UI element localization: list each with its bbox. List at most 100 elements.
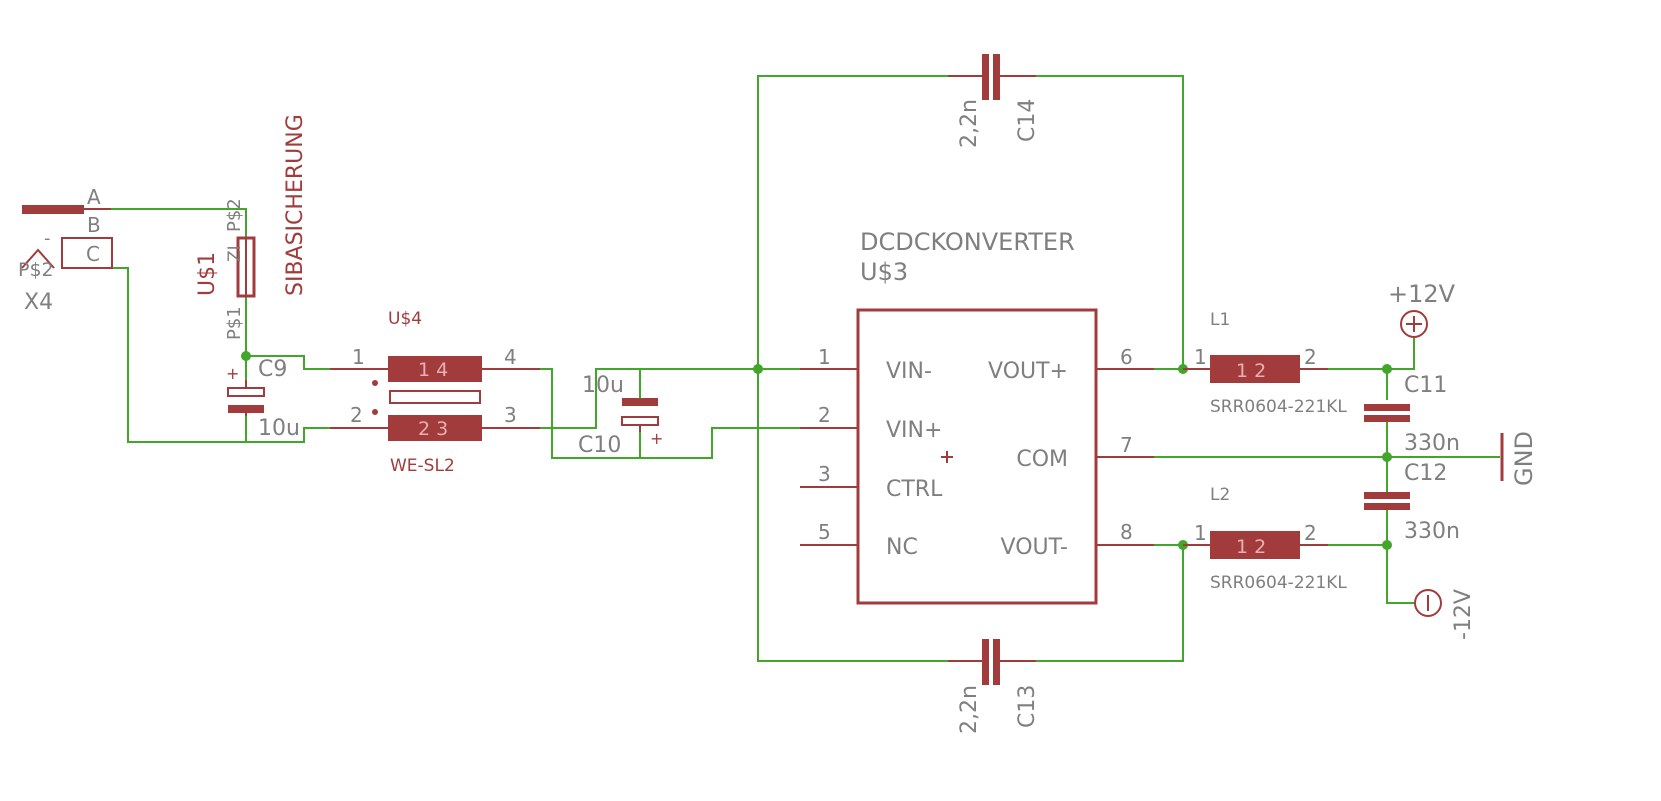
converter-pin-label-voutminus: VOUT- (1001, 535, 1068, 560)
wire-connector-c-return (111, 267, 388, 443)
c13-value: 2,2n (957, 685, 982, 734)
c11-name: C11 (1404, 373, 1447, 398)
choke-dot-bottom (372, 409, 378, 415)
choke-value: WE-SL2 (390, 456, 455, 476)
dcdc-converter: DCDCKONVERTER U$3 1 2 3 5 VIN- VIN+ CTRL… (800, 228, 1154, 605)
capacitor-c10: + 10u C10 (578, 373, 663, 458)
connector-pin-a: A (87, 185, 101, 209)
minus-supply-icon (1414, 589, 1442, 617)
converter-pin-num-2: 2 (818, 403, 831, 427)
converter-pin-num-7: 7 (1120, 433, 1133, 457)
choke-pin-1: 1 (352, 345, 365, 369)
wire-c14-to-voutplus (1036, 75, 1184, 369)
wire-choke4-vinminus (482, 368, 800, 459)
c9-value: 10u (258, 416, 300, 441)
c9-plus: + (226, 364, 239, 383)
choke-pin-3: 3 (504, 403, 517, 427)
connector-chevron-icon (21, 248, 55, 269)
converter-name: U$3 (860, 258, 908, 286)
fuse-body-text: ZI (225, 245, 245, 262)
fuse-value: SIBASICHERUNG (283, 114, 308, 296)
junction-dot (1382, 540, 1392, 550)
wire-l1-out (1300, 337, 1415, 370)
choke-core (389, 390, 481, 404)
junction-dot (753, 364, 763, 374)
capacitor-c11: C11 330n (1364, 373, 1460, 456)
junction-dot (1382, 364, 1392, 374)
fuse-pin-top: P$2 (224, 198, 245, 232)
c10-name: C10 (578, 433, 621, 458)
connector-pin-a-bar (22, 205, 84, 214)
l1-body (1210, 355, 1300, 383)
l2-pad-text: 1 2 (1236, 536, 1266, 558)
junction-dot (1382, 452, 1392, 462)
converter-pin-label-com: COM (1016, 447, 1068, 472)
l2-pin-2: 2 (1304, 521, 1317, 545)
l2-body (1210, 531, 1300, 559)
capacitor-c13: 2,2n C13 (948, 639, 1040, 734)
choke-pad-bottom (388, 415, 482, 441)
converter-pin-label-nc: NC (886, 535, 918, 560)
wire-vin-to-c14 (757, 75, 948, 369)
wire-a-to-fuse (111, 208, 247, 238)
c13-plate-left (982, 639, 989, 685)
choke-pad-top (388, 356, 482, 382)
l1-pin-2: 2 (1304, 345, 1317, 369)
c14-plate-right (993, 54, 1000, 100)
converter-pin-num-3: 3 (818, 462, 831, 486)
c9-bottom-plate (228, 405, 264, 413)
plus-sign-icon (1406, 316, 1422, 332)
supply-plus-label: +12V (1388, 280, 1456, 308)
fuse-name: U$1 (195, 252, 220, 296)
inductor-l2: 1 2 1 2 L2 SRR0604-221KL (1183, 485, 1347, 593)
choke-dot-top (372, 380, 378, 386)
converter-pin-num-5: 5 (818, 520, 831, 544)
l2-name: L2 (1210, 485, 1230, 505)
c11-plate-top (1364, 404, 1410, 411)
wire-l2-out (1300, 544, 1414, 604)
choke-pad-bottom-text: 2 3 (418, 418, 448, 440)
choke-u4: 1 4 2 3 1 2 3 4 U$4 WE-SL2 (330, 309, 540, 476)
c9-top-plate (227, 387, 265, 397)
gnd-icon (1500, 433, 1504, 481)
connector-pin-b: B (87, 213, 101, 237)
connector-c-box (61, 237, 113, 269)
supply-gnd: GND (1500, 431, 1538, 486)
junction-dot (241, 351, 251, 361)
converter-pin-num-6: 6 (1120, 345, 1133, 369)
supply-gnd-label: GND (1510, 431, 1538, 486)
inductor-l1: 1 2 1 2 L1 SRR0604-221KL (1183, 310, 1347, 417)
supply-minus-label: -12V (1451, 589, 1476, 640)
c10-bottom-plate (621, 416, 659, 426)
c9-name: C9 (258, 357, 287, 382)
l2-pin-1: 1 (1194, 521, 1207, 545)
converter-pin-label-voutplus: VOUT+ (988, 359, 1068, 384)
plus-supply-icon (1400, 310, 1428, 338)
connector-name: X4 (24, 290, 53, 315)
choke-name: U$4 (388, 309, 422, 329)
l1-pin-1: 1 (1194, 345, 1207, 369)
supply-plus12v: +12V (1388, 280, 1456, 338)
c10-value: 10u (582, 373, 624, 398)
c14-value: 2,2n (957, 99, 982, 148)
converter-pin-label-vinplus: VIN+ (886, 418, 942, 443)
choke-pin-4: 4 (504, 345, 517, 369)
l1-name: L1 (1210, 310, 1230, 330)
c13-name: C13 (1015, 685, 1040, 728)
c12-name: C12 (1404, 461, 1447, 486)
converter-pin-label-vinminus: VIN- (886, 359, 932, 384)
capacitor-c9: + C9 10u (226, 357, 300, 441)
capacitor-c14: 2,2n C14 (948, 54, 1040, 148)
converter-title: DCDCKONVERTER (860, 228, 1075, 256)
converter-pin-num-8: 8 (1120, 520, 1133, 544)
choke-pad-top-text: 1 4 (418, 359, 448, 381)
converter-pin-label-ctrl: CTRL (886, 477, 943, 502)
c12-value: 330n (1404, 519, 1460, 544)
wire-c13-to-voutminus (1036, 545, 1184, 662)
c10-plus: + (650, 429, 663, 448)
choke-pin-2: 2 (350, 403, 363, 427)
capacitor-c12: C12 330n (1364, 461, 1460, 544)
connector-minus-mark: - (44, 228, 51, 249)
connector-pad-label: P$2 (18, 259, 54, 281)
